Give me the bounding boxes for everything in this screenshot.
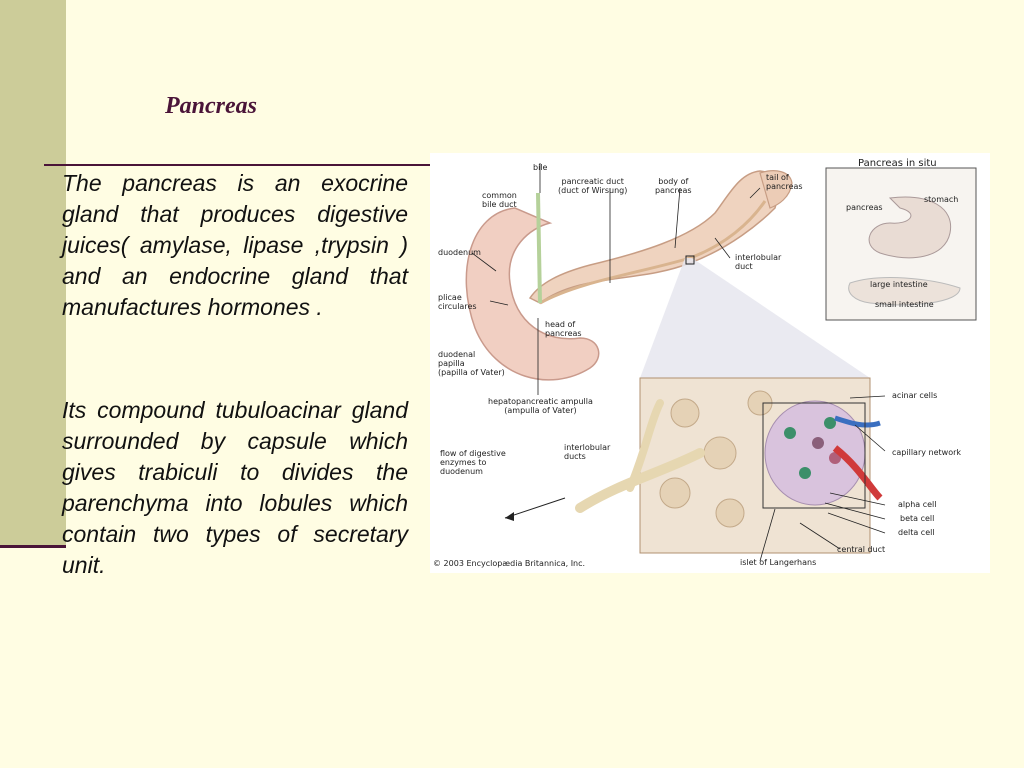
label-common-bile-duct: common bile duct — [482, 191, 517, 209]
label-beta-cell: beta cell — [900, 514, 935, 523]
label-bile: bile — [533, 163, 548, 172]
label-plicae-circulares: plicae circulares — [438, 293, 477, 311]
copyright-notice: © 2003 Encyclopædia Britannica, Inc. — [433, 559, 586, 568]
label-duodenum: duodenum — [438, 248, 481, 257]
label-islet-of-langerhans: islet of Langerhans — [740, 558, 817, 567]
label-inset-stomach: stomach — [924, 195, 959, 204]
label-alpha-cell: alpha cell — [898, 500, 937, 509]
paragraph-tubuloacinar: Its compound tubuloacinar gland surround… — [62, 397, 408, 578]
sidebar-bar — [0, 0, 66, 548]
pancreas-drawing — [465, 163, 977, 562]
paragraph-exocrine-endocrine: The pancreas is an exocrine gland that p… — [62, 170, 408, 320]
label-central-duct: central duct — [837, 545, 886, 554]
label-acinar-cells: acinar cells — [892, 391, 938, 400]
slide-title: Pancreas — [165, 93, 257, 119]
label-inset-large-intestine: large intestine — [870, 280, 928, 289]
label-body-of-pancreas: body of pancreas — [655, 177, 692, 195]
title-divider — [44, 164, 430, 166]
label-delta-cell: delta cell — [898, 528, 935, 537]
label-interlobular-ducts: interlobular ducts — [564, 443, 611, 461]
label-hepatopancreatic-ampulla: hepatopancreatic ampulla (ampulla of Vat… — [488, 397, 593, 415]
sidebar-divider — [0, 545, 66, 548]
label-capillary-network: capillary network — [892, 448, 962, 457]
label-flow-of-digestive-enzymes: flow of digestive enzymes to duodenum — [440, 449, 506, 476]
label-tail-of-pancreas: tail of pancreas — [766, 173, 803, 191]
label-interlobular-duct: interlobular duct — [735, 253, 782, 271]
label-inset-small-intestine: small intestine — [875, 300, 934, 309]
inset-title: Pancreas in situ — [858, 158, 937, 169]
pancreas-anatomy-illustration: bile common bile duct pancreatic duct (d… — [430, 153, 990, 573]
label-inset-pancreas: pancreas — [846, 203, 883, 212]
label-pancreatic-duct: pancreatic duct (duct of Wirsung) — [558, 177, 628, 195]
label-head-of-pancreas: head of pancreas — [545, 320, 582, 338]
label-duodenal-papilla: duodenal papilla (papilla of Vater) — [438, 350, 505, 377]
